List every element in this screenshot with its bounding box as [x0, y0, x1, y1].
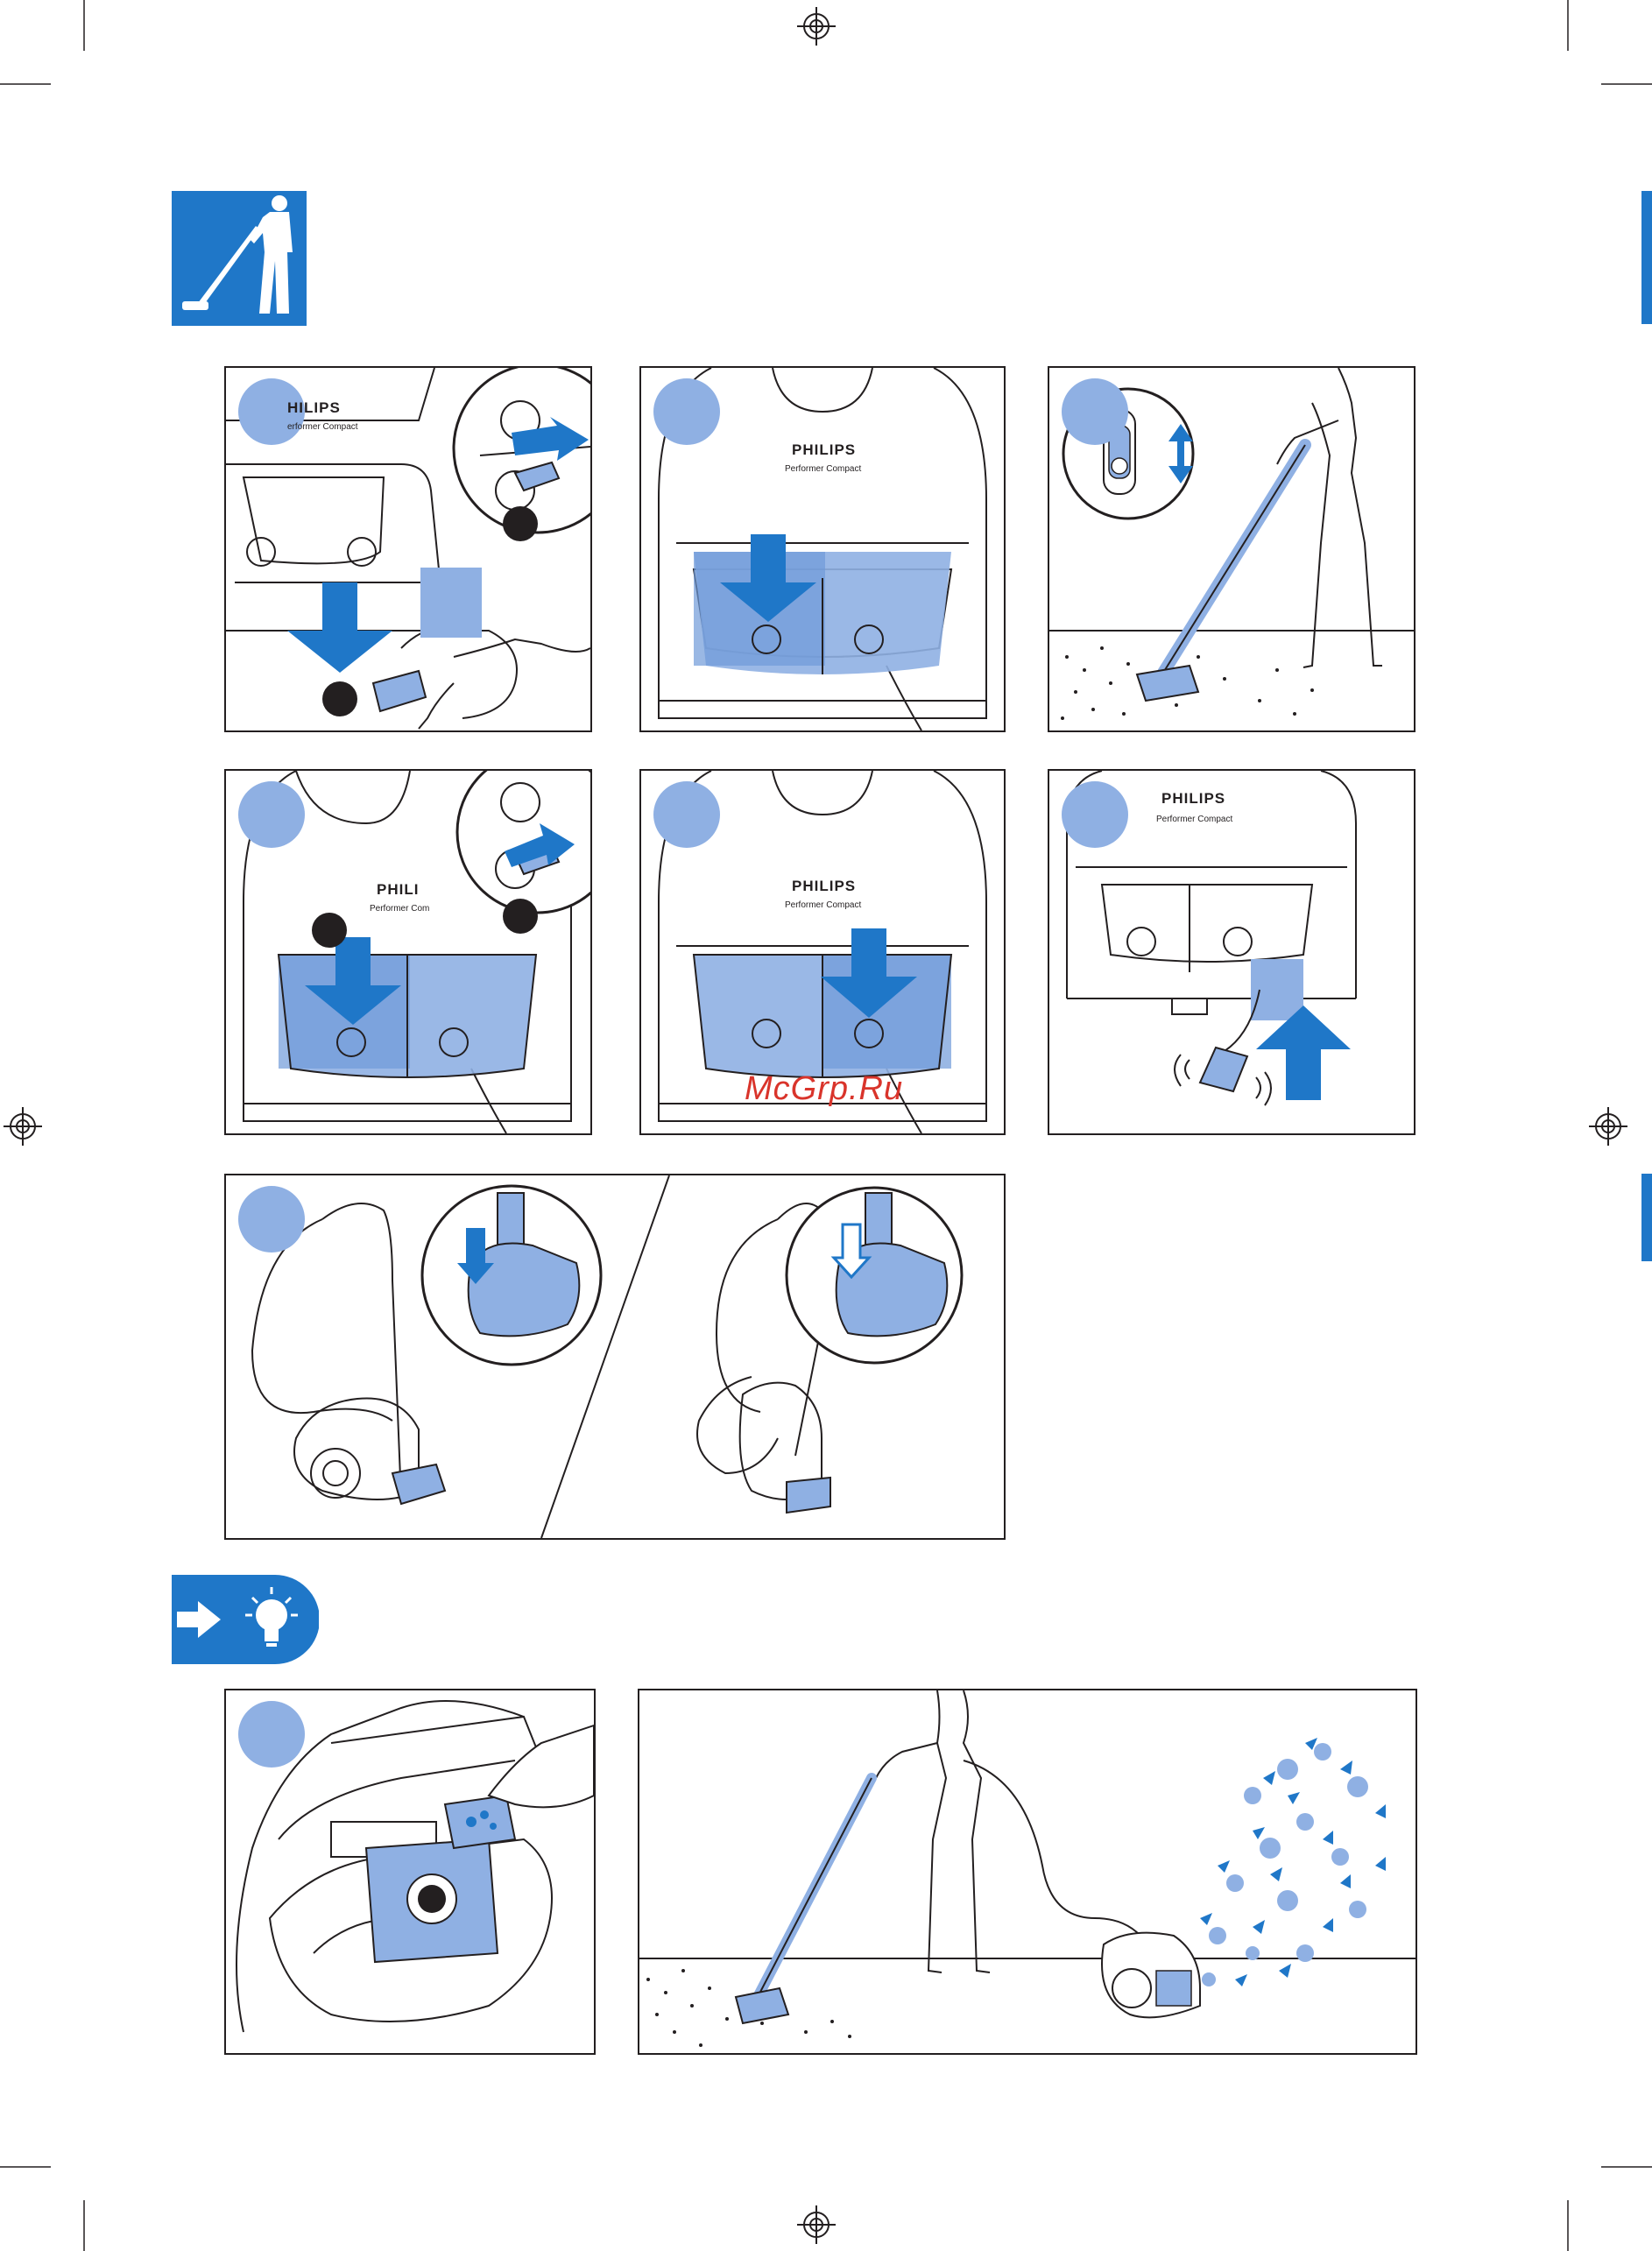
registration-target-right [1589, 1107, 1627, 1146]
side-tab-middle [1641, 1174, 1652, 1261]
tip-icon-banner [172, 1575, 319, 1664]
step-number-circle [1062, 781, 1128, 848]
person-vacuuming-icon [172, 191, 307, 326]
model-name: Performer Compact [1156, 815, 1232, 824]
brand-name: PHILIPS [792, 878, 856, 895]
panel-cord-rewinds: PHILIPS Performer Compact [1048, 769, 1415, 1135]
registration-target-bottom [797, 2205, 836, 2244]
plug-icon [373, 671, 426, 711]
model-name: Performer Com [370, 904, 429, 914]
step-number-circle [238, 781, 305, 848]
step-number-circle [238, 1701, 305, 1768]
panel-parking-positions [224, 1174, 1006, 1540]
panel-adjust-tube-length [1048, 366, 1415, 732]
down-arrow-icon [287, 582, 392, 673]
arrow-lightbulb-icon [172, 1575, 319, 1664]
model-name: Performer Compact [785, 900, 861, 910]
step-number-circle [1062, 378, 1128, 445]
leaves-icon [1200, 1738, 1386, 1986]
registration-target-left [4, 1107, 42, 1146]
step-number-circle [653, 378, 720, 445]
model-name: Performer Compact [785, 464, 861, 474]
panel-press-cord-button: PHILIPS Performer Compact [639, 366, 1006, 732]
panel-fragrance-insert [224, 1689, 596, 2055]
side-tab-top [1641, 191, 1652, 324]
brand-name: HILIPS [287, 399, 341, 417]
panel-fragrant-vacuuming [638, 1689, 1417, 2055]
brand-name: PHILIPS [792, 441, 856, 459]
brand-name: PHILI [377, 881, 419, 899]
registration-target-top [797, 7, 836, 46]
plug-icon [1200, 1048, 1247, 1091]
step-number-circle [238, 1186, 305, 1253]
step-number-circle [653, 781, 720, 848]
watermark-text: McGrp.Ru [745, 1070, 903, 1108]
header-icon-box [172, 191, 307, 326]
model-name: erformer Compact [287, 422, 358, 432]
panel-unplug-and-rewind: PHILI Performer Com [224, 769, 592, 1135]
brand-name: PHILIPS [1161, 790, 1225, 808]
panel-plug-in: HILIPS erformer Compact [224, 366, 592, 732]
